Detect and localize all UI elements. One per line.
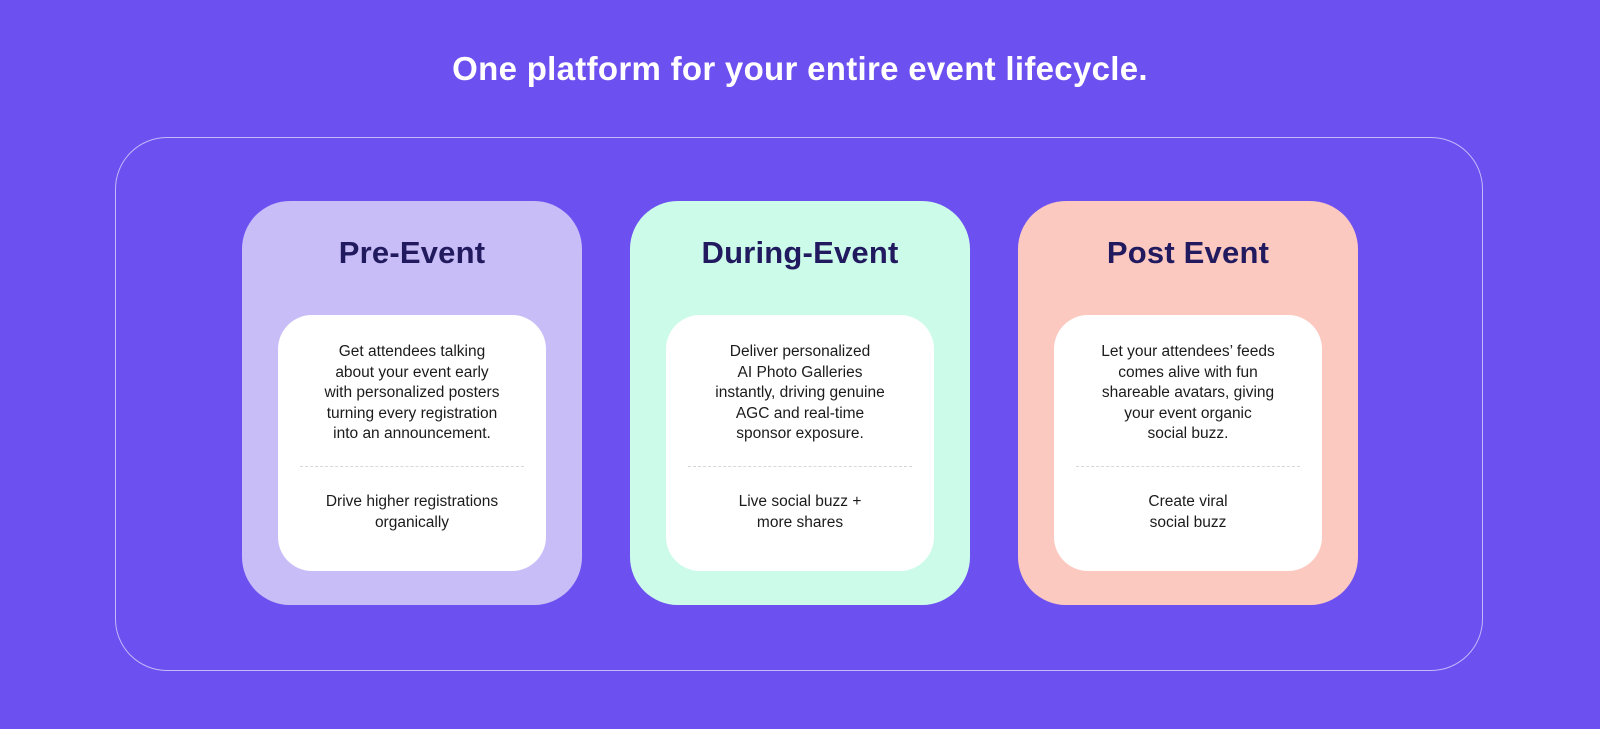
card-inner-panel: Deliver personalized AI Photo Galleries …	[666, 315, 934, 571]
card-description: Get attendees talking about your event e…	[324, 343, 500, 443]
card-highlight: Drive higher registrations organically	[325, 493, 499, 531]
card-pre-event: Pre-Event Get attendees talking about yo…	[242, 201, 582, 605]
cards-row: Pre-Event Get attendees talking about yo…	[0, 201, 1600, 605]
cards-frame	[115, 137, 1483, 671]
card-inner-panel: Get attendees talking about your event e…	[278, 315, 546, 571]
card-title: Post Event	[1106, 235, 1270, 270]
card-post-event: Post Event Let your attendees’ feeds com…	[1018, 201, 1358, 605]
card-title: Pre-Event	[338, 235, 486, 270]
card-title: During-Event	[701, 235, 899, 270]
card-during-event: During-Event Deliver personalized AI Pho…	[630, 201, 970, 605]
card-divider	[1076, 466, 1300, 468]
card-highlight: Live social buzz + more shares	[738, 493, 862, 531]
card-description: Deliver personalized AI Photo Galleries …	[715, 343, 885, 443]
main-heading: One platform for your entire event lifec…	[452, 50, 1148, 87]
card-inner-panel: Let your attendees’ feeds comes alive wi…	[1054, 315, 1322, 571]
card-highlight: Create viral social buzz	[1148, 493, 1228, 531]
card-description: Let your attendees’ feeds comes alive wi…	[1101, 343, 1275, 443]
card-divider	[300, 466, 524, 468]
card-divider	[688, 466, 912, 468]
